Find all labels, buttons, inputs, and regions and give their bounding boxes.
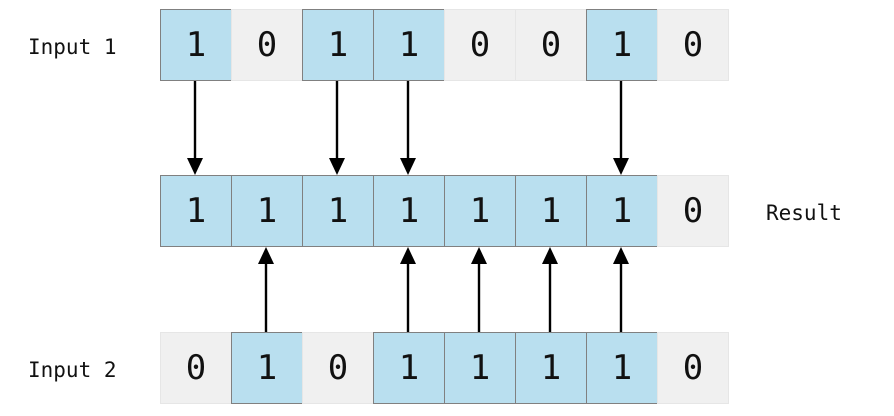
row-label-result: Result (766, 201, 842, 225)
row-label-input1: Input 1 (28, 35, 117, 59)
bit-cell-input2-3: 1 (373, 332, 445, 404)
bit-cell-input2-6: 1 (586, 332, 658, 404)
bit-cell-input1-5: 0 (515, 9, 587, 81)
bit-cell-input1-1: 0 (231, 9, 303, 81)
bit-cell-input2-4: 1 (444, 332, 516, 404)
row-label-input2: Input 2 (28, 358, 117, 382)
arrow-input2-bit4 (471, 247, 487, 332)
arrow-input1-bit0 (187, 81, 203, 175)
arrow-input1-bit3 (400, 81, 416, 175)
arrow-input2-bit6 (613, 247, 629, 332)
bit-cell-input1-4: 0 (444, 9, 516, 81)
bit-cell-result-4: 1 (444, 175, 516, 247)
bit-cell-input1-0: 1 (160, 9, 232, 81)
bit-cell-result-2: 1 (302, 175, 374, 247)
bit-cell-input2-1: 1 (231, 332, 303, 404)
bit-cell-result-5: 1 (515, 175, 587, 247)
bit-cell-input1-2: 1 (302, 9, 374, 81)
arrow-input2-bit1 (258, 247, 274, 332)
bit-cell-result-3: 1 (373, 175, 445, 247)
bit-cell-result-6: 1 (586, 175, 658, 247)
bit-cell-input2-0: 0 (160, 332, 232, 404)
bit-cell-input1-6: 1 (586, 9, 658, 81)
bit-cell-input2-7: 0 (657, 332, 729, 404)
bit-cell-input2-2: 0 (302, 332, 374, 404)
bit-cell-input2-5: 1 (515, 332, 587, 404)
bit-cell-result-0: 1 (160, 175, 232, 247)
arrow-input2-bit3 (400, 247, 416, 332)
bit-cell-input1-3: 1 (373, 9, 445, 81)
arrow-input1-bit2 (329, 81, 345, 175)
bit-cell-result-1: 1 (231, 175, 303, 247)
arrow-input1-bit6 (613, 81, 629, 175)
bit-cell-input1-7: 0 (657, 9, 729, 81)
arrow-input2-bit5 (542, 247, 558, 332)
bit-cell-result-7: 0 (657, 175, 729, 247)
